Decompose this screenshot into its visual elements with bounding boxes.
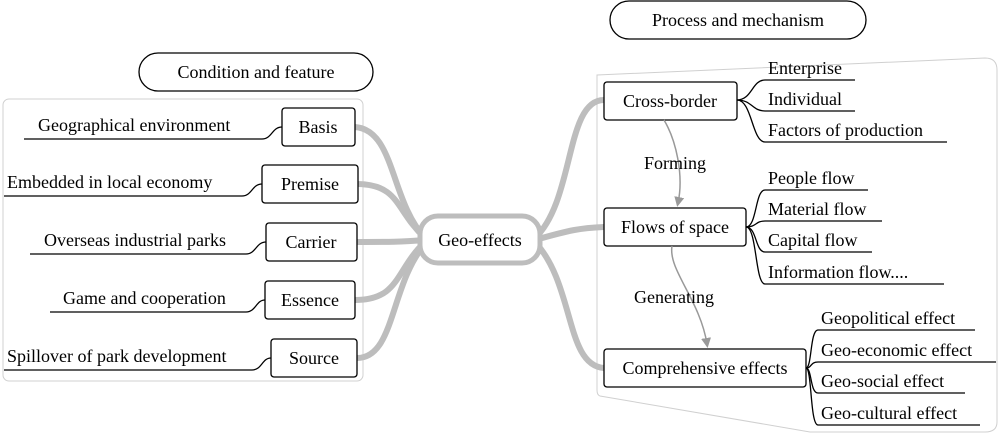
- right-nodes: [603, 81, 807, 388]
- left-title: Condition and feature: [178, 62, 335, 82]
- node-flows-label: Flows of space: [621, 217, 729, 237]
- arrow-forming: [663, 119, 685, 207]
- left-title-pill: [138, 52, 374, 92]
- node-premise: [261, 164, 359, 204]
- child-capital-flow: Capital flow: [768, 230, 857, 250]
- left-nodes: [261, 107, 359, 378]
- detail-basis: Geographical environment: [38, 115, 230, 135]
- right-title-pill: [609, 0, 867, 40]
- branch-source: [354, 241, 428, 361]
- branch-premise: [355, 181, 428, 241]
- node-basis: [281, 107, 356, 147]
- node-essence: [264, 280, 356, 320]
- node-essence-label: Essence: [281, 290, 339, 310]
- detail-essence: Game and cooperation: [63, 288, 226, 308]
- node-carrier-label: Carrier: [286, 232, 337, 252]
- arrow-label-generating: Generating: [634, 287, 714, 307]
- child-geopolitical: Geopolitical effect: [821, 308, 955, 328]
- child-factors: Factors of production: [768, 120, 923, 140]
- node-carrier: [265, 222, 358, 262]
- right-title: Process and mechanism: [652, 10, 824, 30]
- node-comprehensive-label: Comprehensive effects: [622, 358, 787, 378]
- branch-cross-border: [532, 97, 607, 241]
- child-material-flow: Material flow: [768, 199, 866, 219]
- flow-arrows: [663, 119, 711, 348]
- left-leaves: [4, 126, 283, 371]
- node-source: [270, 338, 358, 378]
- arrow-label-forming: Forming: [644, 153, 706, 173]
- node-basis-label: Basis: [298, 117, 337, 137]
- detail-source: Spillover of park development: [7, 346, 226, 366]
- node-cross-border-label: Cross-border: [623, 91, 717, 111]
- branch-carrier: [354, 237, 428, 245]
- node-premise-label: Premise: [281, 174, 339, 194]
- detail-premise: Embedded in local economy: [7, 172, 212, 192]
- right-leaves: [736, 79, 996, 426]
- branch-essence: [352, 239, 428, 303]
- child-information-flow: Information flow....: [768, 262, 908, 282]
- arrow-generating: [671, 245, 711, 348]
- child-geo-social: Geo-social effect: [821, 371, 944, 391]
- node-comprehensive-effects: [603, 348, 807, 388]
- center-node: [417, 213, 543, 266]
- node-flows-of-space: [603, 207, 747, 247]
- child-people-flow: People flow: [768, 168, 854, 188]
- branch-comprehensive: [532, 239, 607, 371]
- branch-flows: [532, 224, 607, 243]
- node-cross-border: [603, 81, 738, 121]
- detail-carrier: Overseas industrial parks: [44, 230, 226, 250]
- right-frame: [596, 57, 998, 433]
- center-label: Geo-effects: [438, 230, 522, 250]
- child-geo-economic: Geo-economic effect: [821, 340, 972, 360]
- child-individual: Individual: [768, 89, 842, 109]
- child-geo-cultural: Geo-cultural effect: [821, 403, 957, 423]
- child-enterprise: Enterprise: [768, 58, 842, 78]
- node-source-label: Source: [289, 348, 339, 368]
